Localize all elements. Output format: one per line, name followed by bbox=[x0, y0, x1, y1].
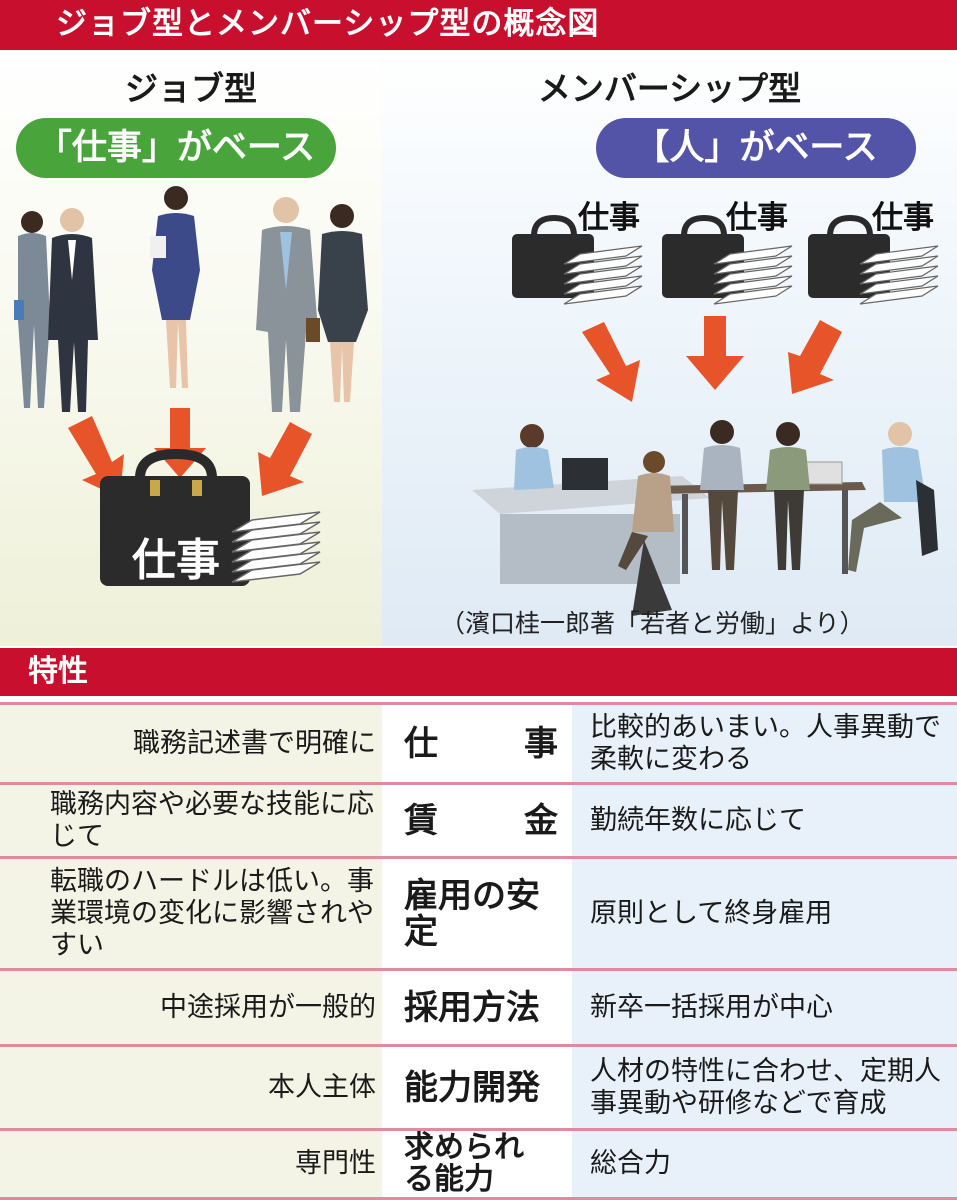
membership-type-cell: 比較的あいまい。人事異動で柔軟に変わる bbox=[572, 705, 957, 782]
arrow-down-icon bbox=[788, 320, 842, 394]
person-icon bbox=[48, 208, 98, 412]
aspect-cell: 仕 事 bbox=[382, 705, 572, 782]
membership-model-panel: メンバーシップ型 【人」がベース bbox=[382, 50, 957, 646]
membership-job-label-3: 仕事 bbox=[872, 200, 934, 236]
person-icon bbox=[618, 451, 674, 616]
job-type-cell: 転職のハードルは低い。事業環境の変化に影響されやすい bbox=[0, 859, 382, 968]
arrow-down-icon bbox=[154, 408, 206, 478]
job-type-cell: 中途採用が一般的 bbox=[0, 971, 382, 1044]
table-row: 職務内容や必要な技能に応じて 賃 金 勤続年数に応じて bbox=[0, 782, 957, 856]
aspect-char: 金 bbox=[524, 800, 558, 841]
job-type-cell: 本人主体 bbox=[0, 1047, 382, 1128]
document-stack-icon bbox=[713, 245, 793, 305]
document-stack-icon bbox=[563, 245, 643, 305]
table-row: 職務記述書で明確に 仕 事 比較的あいまい。人事異動で柔軟に変わる bbox=[0, 702, 957, 782]
table-row: 本人主体 能力開発 人材の特性に合わせ、定期人事異動や研修などで育成 bbox=[0, 1044, 957, 1128]
job-model-base-label: 「仕事」がベース bbox=[16, 118, 336, 178]
aspect-cell: 採用方法 bbox=[382, 971, 572, 1044]
membership-type-cell: 総合力 bbox=[572, 1131, 957, 1197]
table-row: 中途採用が一般的 採用方法 新卒一括採用が中心 bbox=[0, 968, 957, 1044]
source-citation: （濱口桂一郎著「若者と労働」より） bbox=[440, 609, 865, 638]
central-job-label: 仕事 bbox=[132, 535, 220, 586]
membership-job-label-1: 仕事 bbox=[578, 200, 640, 236]
document-stack-icon bbox=[231, 511, 321, 583]
job-type-cell: 職務記述書で明確に bbox=[0, 705, 382, 782]
person-icon bbox=[14, 211, 50, 408]
briefcase-icon bbox=[100, 448, 250, 586]
job-type-cell: 職務内容や必要な技能に応じて bbox=[0, 785, 382, 856]
membership-model-base-label: 【人」がベース bbox=[596, 118, 916, 178]
person-icon bbox=[766, 422, 810, 570]
membership-type-cell: 勤続年数に応じて bbox=[572, 785, 957, 856]
aspect-cell: 賃 金 bbox=[382, 785, 572, 856]
membership-model-illustration bbox=[472, 214, 939, 616]
job-type-cell: 専門性 bbox=[0, 1131, 382, 1197]
aspect-cell: 求められる能力 bbox=[382, 1131, 572, 1197]
membership-type-cell: 新卒一括採用が中心 bbox=[572, 971, 957, 1044]
person-icon bbox=[150, 186, 200, 388]
membership-type-cell: 原則として終身雇用 bbox=[572, 859, 957, 968]
aspect-char: 事 bbox=[524, 723, 558, 764]
membership-model-heading: メンバーシップ型 bbox=[537, 69, 802, 108]
person-icon bbox=[700, 420, 744, 570]
person-icon bbox=[306, 204, 368, 402]
aspect-char: 賃 bbox=[404, 800, 438, 841]
job-model-heading: ジョブ型 bbox=[125, 69, 257, 108]
job-model-illustration bbox=[14, 186, 368, 586]
table-row: 転職のハードルは低い。事業環境の変化に影響されやすい 雇用の安定 原則として終身… bbox=[0, 856, 957, 968]
aspect-cell: 雇用の安定 bbox=[382, 859, 572, 968]
person-icon bbox=[256, 197, 318, 412]
job-model-panel: ジョブ型 「仕事」がベース bbox=[0, 50, 382, 646]
aspect-cell: 能力開発 bbox=[382, 1047, 572, 1128]
arrow-down-icon bbox=[258, 422, 312, 496]
membership-job-label-2: 仕事 bbox=[726, 200, 788, 236]
table-row: 専門性 求められる能力 総合力 bbox=[0, 1128, 957, 1200]
diagram-title: ジョブ型とメンバーシップ型の概念図 bbox=[0, 0, 957, 50]
document-stack-icon bbox=[859, 245, 939, 305]
arrow-down-icon bbox=[582, 322, 640, 402]
membership-type-cell: 人材の特性に合わせ、定期人事異動や研修などで育成 bbox=[572, 1047, 957, 1128]
characteristics-header: 特性 bbox=[0, 648, 957, 696]
arrow-down-icon bbox=[686, 316, 744, 390]
person-icon bbox=[514, 424, 554, 490]
aspect-char: 仕 bbox=[404, 723, 438, 764]
person-icon bbox=[848, 422, 938, 572]
